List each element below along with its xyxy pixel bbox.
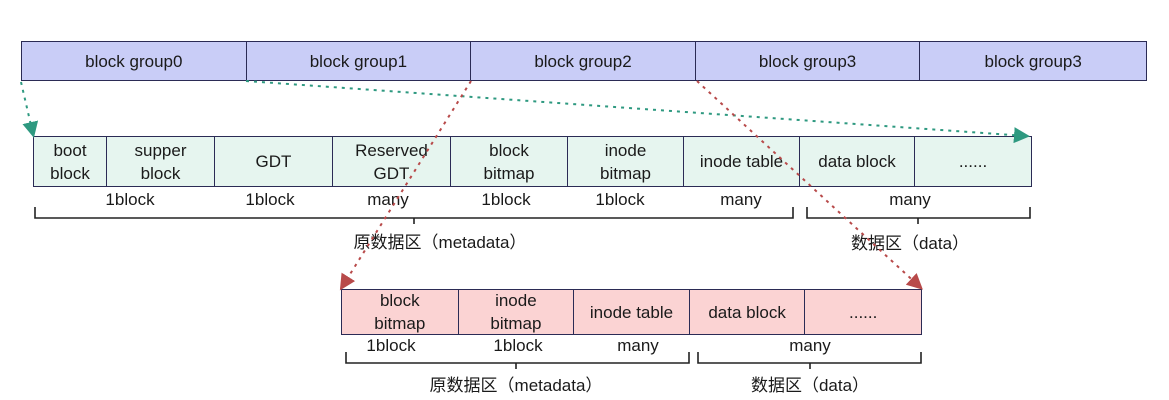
layout-cell-gdt: GDT	[215, 137, 333, 186]
layout-cell-block-bitmap: block bitmap	[342, 290, 459, 334]
size-label: many	[789, 336, 831, 355]
teal-expand-arrow-right	[245, 80, 1030, 144]
layout-cell-inode-table: inode table	[684, 137, 800, 186]
metadata-region-label: 原数据区（metadata）	[353, 233, 527, 252]
data-region-label: 数据区（data）	[750, 376, 870, 395]
red-expand-arrow-right	[696, 80, 923, 290]
later-group-layout-row: block bitmap inode bitmap inode table da…	[341, 289, 922, 335]
layout-cell-reserved-gdt: Reserved GDT	[333, 137, 451, 186]
red-expand-arrow-left	[339, 80, 472, 291]
layout-cell-ellipsis: ......	[958, 152, 988, 171]
teal-expand-arrow-left	[20, 81, 39, 138]
size-label: 1block	[366, 336, 416, 355]
block-group-cell: block group2	[471, 42, 696, 80]
layout-cell-ellipsis: ......	[849, 302, 878, 322]
layout-cell-boot-block: boot block	[34, 137, 107, 186]
group-layout-row: boot block supper block GDT Reserved GDT…	[33, 136, 1032, 187]
block-group-cell: block group3	[696, 42, 921, 80]
metadata-region-label: 原数据区（metadata）	[429, 376, 603, 395]
block-group-cell: block group0	[22, 42, 247, 80]
layout-cell-inode-table: inode table	[574, 290, 690, 334]
size-label: 1block	[493, 336, 543, 355]
layout-cell-block-bitmap: block bitmap	[451, 137, 568, 186]
size-label: 1block	[105, 190, 155, 209]
layout-cell-data-block: data block	[690, 290, 806, 334]
size-label: 1block	[595, 190, 645, 209]
size-label: many	[617, 336, 659, 355]
layout-cell-super-block: supper block	[107, 137, 215, 186]
block-group-row: block group0 block group1 block group2 b…	[21, 41, 1147, 81]
layout-cell-data-block: data block	[800, 137, 915, 186]
size-label: 1block	[481, 190, 531, 209]
size-label: many	[720, 190, 762, 209]
layout-cell-inode-bitmap: inode bitmap	[459, 290, 575, 334]
layout-cell-inode-bitmap: inode bitmap	[568, 137, 684, 186]
data-region-label: 数据区（data）	[850, 234, 970, 253]
block-group-cell: block group3	[984, 51, 1082, 71]
size-label: many	[889, 190, 931, 209]
metadata-brace	[34, 207, 794, 219]
size-label: 1block	[245, 190, 295, 209]
block-group-cell: block group1	[247, 42, 472, 80]
metadata-brace	[345, 352, 690, 364]
data-brace	[697, 352, 922, 364]
size-label: many	[367, 190, 409, 209]
